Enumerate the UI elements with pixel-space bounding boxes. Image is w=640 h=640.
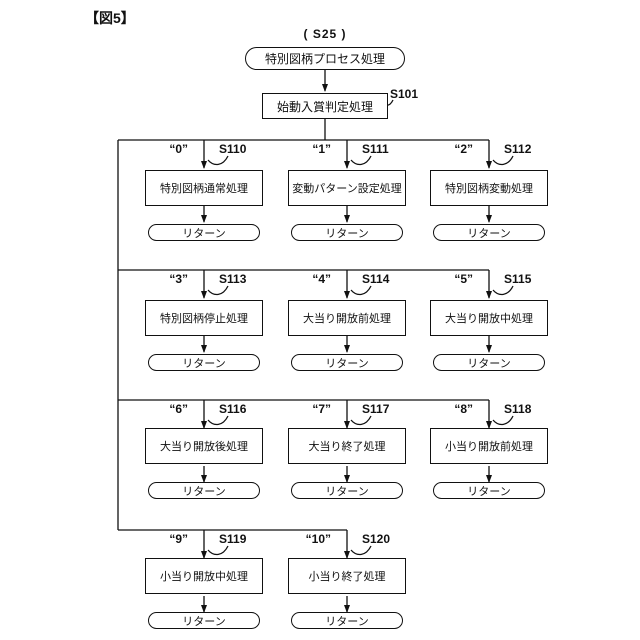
step-label: S113 <box>219 272 247 286</box>
case-value: “5” <box>454 272 473 286</box>
return-pill: リターン <box>291 612 403 629</box>
process-box: 小当り開放前処理 <box>430 428 548 464</box>
step-label: S117 <box>362 402 390 416</box>
case-value: “2” <box>454 142 473 156</box>
step-label: S118 <box>504 402 532 416</box>
entry-node: 特別図柄プロセス処理 <box>245 47 405 70</box>
judge-node: 始動入賞判定処理 <box>262 93 388 119</box>
step-label: S114 <box>362 272 390 286</box>
process-box: 特別図柄通常処理 <box>145 170 263 206</box>
step-label: S115 <box>504 272 532 286</box>
process-box: 特別図柄変動処理 <box>430 170 548 206</box>
step-label: S110 <box>219 142 247 156</box>
process-box: 大当り開放中処理 <box>430 300 548 336</box>
return-pill: リターン <box>148 612 260 629</box>
process-box: 小当り開放中処理 <box>145 558 263 594</box>
return-pill: リターン <box>148 224 260 241</box>
process-box: 小当り終了処理 <box>288 558 406 594</box>
step-label: S116 <box>219 402 247 416</box>
process-box: 大当り開放後処理 <box>145 428 263 464</box>
return-pill: リターン <box>433 354 545 371</box>
return-pill: リターン <box>148 354 260 371</box>
step-label: S119 <box>219 532 247 546</box>
case-value: “8” <box>454 402 473 416</box>
case-value: “3” <box>169 272 188 286</box>
figure-label: 【図5】 <box>85 10 135 26</box>
case-value: “4” <box>312 272 331 286</box>
case-value: “9” <box>169 532 188 546</box>
process-box: 大当り終了処理 <box>288 428 406 464</box>
case-value: “1” <box>312 142 331 156</box>
return-pill: リターン <box>148 482 260 499</box>
case-value: “6” <box>169 402 188 416</box>
case-value: “10” <box>305 532 331 546</box>
judge-step-label: S101 <box>390 87 419 101</box>
step-label: S120 <box>362 532 391 546</box>
process-box: 特別図柄停止処理 <box>145 300 263 336</box>
return-pill: リターン <box>291 224 403 241</box>
case-value: “0” <box>169 142 188 156</box>
return-pill: リターン <box>433 224 545 241</box>
step-label: S111 <box>362 142 389 156</box>
return-pill: リターン <box>291 354 403 371</box>
entry-step-label: ( S25 ) <box>303 27 347 41</box>
process-box: 変動パターン設定処理 <box>288 170 406 206</box>
return-pill: リターン <box>291 482 403 499</box>
return-pill: リターン <box>433 482 545 499</box>
step-label: S112 <box>504 142 532 156</box>
case-value: “7” <box>312 402 331 416</box>
process-box: 大当り開放前処理 <box>288 300 406 336</box>
